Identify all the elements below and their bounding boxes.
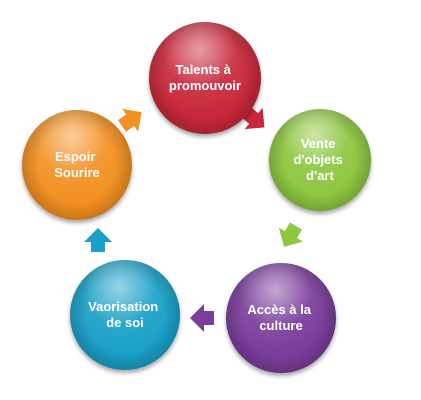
node-vente-label-line-1: Vente xyxy=(301,136,336,151)
node-talents-label-line-1: Talents à xyxy=(175,62,231,77)
arrow-espoir-to-talents xyxy=(117,108,142,132)
svg-text:Vente d'objets d'a: Vente d'objets d'art xyxy=(294,136,347,183)
node-valorisation: Vaorisation de soi xyxy=(70,260,180,370)
arrow-acces-to-valorisation xyxy=(190,304,214,332)
arrow-vente-to-acces xyxy=(278,222,304,247)
svg-text:Espoir Sourire: Espoir Sourire xyxy=(54,149,100,180)
node-valorisation-label-line-2: de soi xyxy=(106,315,144,330)
node-vente: Vente d'objets d'art xyxy=(269,109,371,211)
svg-text:Vaorisation de soi: Vaorisation de soi xyxy=(88,299,162,330)
node-espoir: Espoir Sourire xyxy=(22,110,132,220)
node-talents: Talents à promouvoir xyxy=(149,22,261,134)
node-vente-label-line-2: d'objets xyxy=(294,152,343,167)
node-talents-label-line-2: promouvoir xyxy=(169,78,241,93)
arrow-valorisation-to-espoir xyxy=(84,228,112,252)
node-valorisation-label-line-1: Vaorisation xyxy=(88,299,158,314)
node-acces-label-line-2: culture xyxy=(259,318,302,333)
arrows-group xyxy=(84,106,304,332)
node-espoir-label-line-1: Espoir xyxy=(55,149,95,164)
node-vente-label-line-3: d'art xyxy=(306,168,334,183)
svg-text:Accès à la culture: Accès à la culture xyxy=(247,302,314,333)
node-espoir-label-line-2: Sourire xyxy=(54,165,100,180)
node-acces-label-line-1: Accès à la xyxy=(247,302,311,317)
node-acces: Accès à la culture xyxy=(226,263,336,373)
svg-text:Talents à promouvoir: Talents à promouvoir xyxy=(169,62,241,93)
